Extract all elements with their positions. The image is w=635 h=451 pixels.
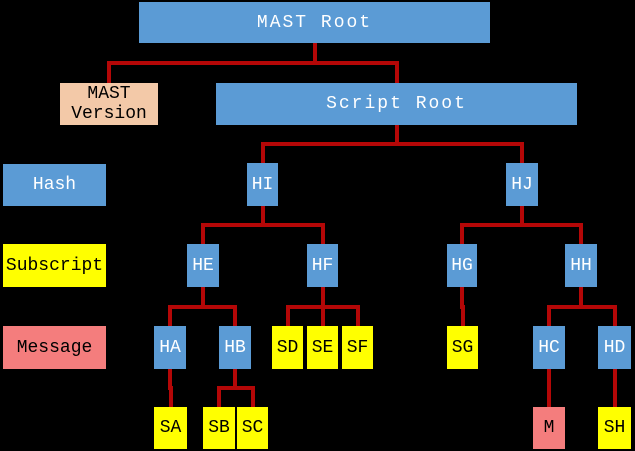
node-hb: HB xyxy=(219,326,251,369)
node-sh: SH xyxy=(598,407,631,449)
connector-segment xyxy=(313,61,399,65)
connector-segment xyxy=(395,61,399,83)
connector-segment xyxy=(520,223,583,227)
connector-segment xyxy=(460,287,464,309)
connector-segment xyxy=(233,305,237,326)
connector-segment xyxy=(321,305,360,309)
connector-segment xyxy=(613,305,617,326)
connector-segment xyxy=(520,142,524,163)
connector-segment xyxy=(217,386,221,407)
node-legend_hash: Hash xyxy=(3,164,106,206)
connector-segment xyxy=(201,223,205,244)
node-ha: HA xyxy=(154,326,186,369)
connector-segment xyxy=(547,305,551,326)
node-hj: HJ xyxy=(506,163,538,206)
connector-segment xyxy=(107,61,111,83)
connector-segment xyxy=(460,223,524,227)
connector-segment xyxy=(579,223,583,244)
connector-segment xyxy=(613,369,617,390)
connector-segment xyxy=(579,287,583,309)
node-label: Hash xyxy=(32,175,77,195)
connector-segment xyxy=(321,287,325,309)
connector-segment xyxy=(579,305,617,309)
connector-segment xyxy=(395,142,524,146)
connector-segment xyxy=(321,223,325,244)
node-label: HG xyxy=(451,255,473,276)
node-label: SC xyxy=(241,418,264,438)
node-he: HE xyxy=(187,244,219,287)
node-sb: SB xyxy=(203,407,235,449)
node-label: MAST Version xyxy=(71,84,147,124)
node-label: HB xyxy=(224,337,246,358)
node-label: HF xyxy=(311,255,334,276)
node-m: M xyxy=(533,407,565,449)
node-sd: SD xyxy=(272,326,303,369)
connector-segment xyxy=(460,223,464,244)
node-label: HC xyxy=(538,337,560,358)
node-label: SE xyxy=(311,337,334,358)
node-legend_message: Message xyxy=(3,326,106,369)
node-label: Script Root xyxy=(326,94,467,114)
node-se: SE xyxy=(307,326,338,369)
node-sg: SG xyxy=(447,326,478,369)
connector-segment xyxy=(313,43,317,65)
connector-segment xyxy=(286,305,325,309)
node-mast_root: MAST Root xyxy=(139,2,490,43)
connector-segment xyxy=(547,369,551,390)
connector-segment xyxy=(520,206,524,227)
node-label: HA xyxy=(159,337,181,358)
connector-segment xyxy=(201,305,237,309)
connector-segment xyxy=(168,305,172,326)
connector-segment xyxy=(547,305,583,309)
node-hg: HG xyxy=(447,244,477,287)
connector-segment xyxy=(261,206,265,227)
node-sa: SA xyxy=(154,407,187,449)
connector-segment xyxy=(107,61,317,65)
node-script_root: Script Root xyxy=(216,83,577,125)
connector-segment xyxy=(233,386,255,390)
connector-segment xyxy=(169,386,173,407)
connector-segment xyxy=(613,386,617,407)
node-label: M xyxy=(543,418,555,438)
node-label: HD xyxy=(603,337,626,358)
connector-segment xyxy=(201,287,205,309)
node-hc: HC xyxy=(533,326,565,369)
connector-segment xyxy=(233,369,237,390)
connector-segment xyxy=(261,142,399,146)
node-hd: HD xyxy=(598,326,631,369)
node-sf: SF xyxy=(342,326,373,369)
node-label: SA xyxy=(159,418,182,438)
node-label: HH xyxy=(570,255,592,276)
node-label: SG xyxy=(451,337,474,358)
node-legend_subscript: Subscript xyxy=(3,244,106,287)
connector-segment xyxy=(286,305,290,326)
connector-segment xyxy=(168,305,205,309)
connector-segment xyxy=(321,305,325,326)
connector-segment xyxy=(201,223,265,227)
node-hi: HI xyxy=(247,163,278,206)
node-sc: SC xyxy=(237,407,268,449)
node-hf: HF xyxy=(307,244,338,287)
connector-segment xyxy=(251,386,255,407)
node-label: SH xyxy=(603,418,626,438)
node-label: MAST Root xyxy=(256,12,373,33)
connector-segment xyxy=(261,223,325,227)
connector-segment xyxy=(356,305,360,326)
connector-segment xyxy=(168,369,172,390)
node-label: HJ xyxy=(511,174,533,195)
node-label: Message xyxy=(16,337,93,358)
node-label: SF xyxy=(346,337,369,358)
node-label: SB xyxy=(208,418,230,438)
node-label: HI xyxy=(251,174,274,195)
node-label: SD xyxy=(276,337,299,358)
node-mast_version: MAST Version xyxy=(60,83,158,125)
node-label: HE xyxy=(192,255,214,276)
node-hh: HH xyxy=(565,244,597,287)
connector-segment xyxy=(261,142,265,163)
connector-segment xyxy=(461,305,465,326)
connector-segment xyxy=(547,386,551,407)
node-label: Subscript xyxy=(5,255,104,276)
connector-segment xyxy=(217,386,237,390)
connector-segment xyxy=(395,125,399,146)
